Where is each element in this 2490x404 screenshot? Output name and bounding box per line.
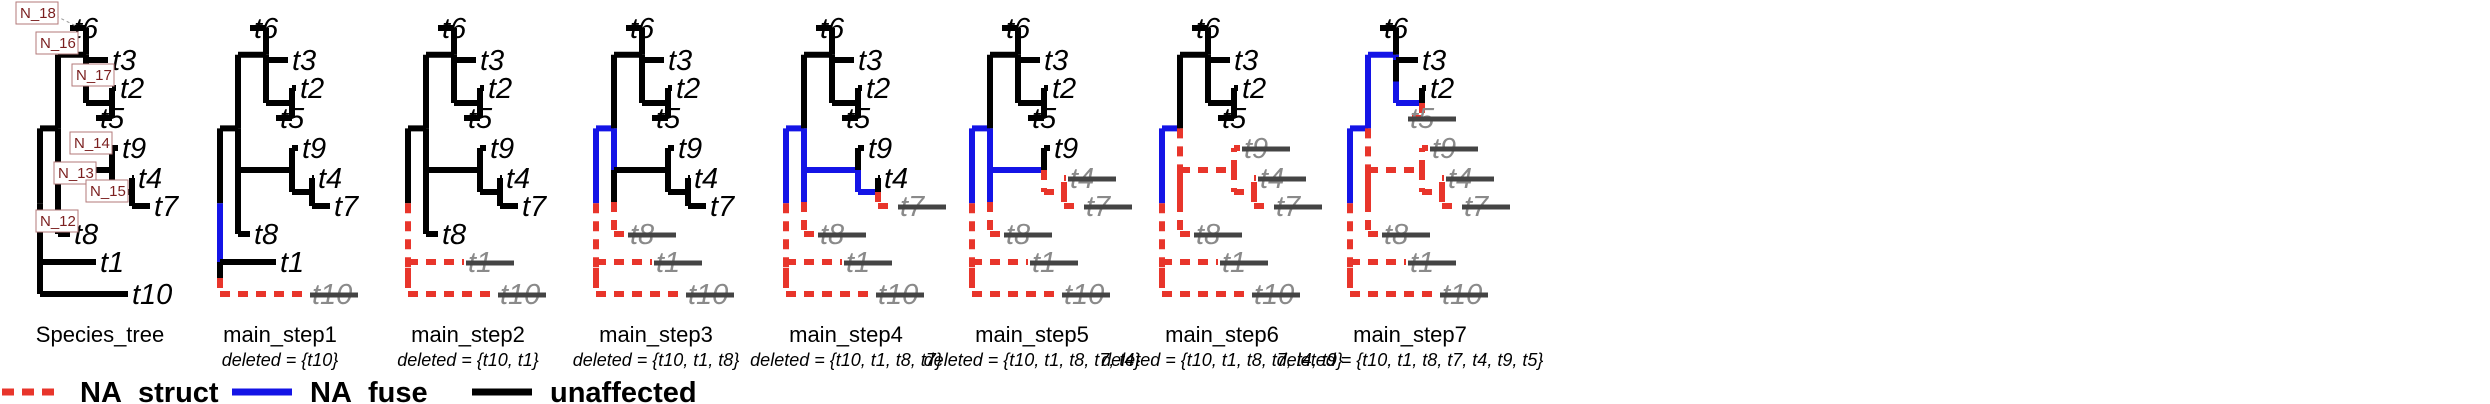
node-label-N_12: N_12 [40,213,76,230]
legend: NA_struct NA_fuse unaffected [2,377,697,404]
tip-label-t9: t9 [868,133,892,165]
node-label-box [71,63,115,87]
tip-label-t4: t4 [506,163,530,195]
tip-label-t7: t7 [154,191,180,223]
panel-title: main_step3 [599,322,713,347]
panel-subtitle: deleted = {t10, t1, t8, t7, t4, t9} [1101,350,1343,370]
panel-subtitle: deleted = {t10} [222,350,339,370]
legend-item-NA_fuse: NA_fuse [232,377,428,404]
panel-title: main_step5 [975,322,1089,347]
panel-title: main_step6 [1165,322,1279,347]
node-label-box [69,131,113,155]
node-label-N_16: N_16 [40,35,76,52]
legend-label: NA_struct [80,377,219,404]
tip-label-t6: t6 [820,13,845,45]
tip-label-t5: t5 [846,103,871,135]
tip-label-t4: t4 [318,163,342,195]
tip-label-t5: t5 [100,103,125,135]
tip-label-t2: t2 [676,73,700,105]
tip-label-t2: t2 [866,73,890,105]
tip-label-t3: t3 [292,45,316,77]
panel-title: Species_tree [36,322,164,347]
tip-label-t8: t8 [254,219,278,251]
node-label-N_17: N_17 [76,67,112,84]
tip-label-t5: t5 [468,103,493,135]
panel-1: t6t3t2t5t9t4t7t8t1t10N_18N_16N_17N_14N_1… [15,1,180,347]
tip-label-t6: t6 [1006,13,1031,45]
panel-title: main_step1 [223,322,337,347]
tip-label-t3: t3 [1044,45,1068,77]
tip-label-t4: t4 [884,163,908,195]
panel-title: main_step4 [789,322,903,347]
tip-label-t4: t4 [138,163,162,195]
tip-label-t2: t2 [120,73,144,105]
tip-label-t6: t6 [442,13,467,45]
node-label-N_14: N_14 [74,135,110,152]
tip-label-t5: t5 [1032,103,1057,135]
tip-label-t3: t3 [1234,45,1258,77]
tip-label-t2: t2 [1242,73,1266,105]
tip-label-t2: t2 [1052,73,1076,105]
tip-label-t3: t3 [112,45,136,77]
node-label-box [15,1,59,25]
tip-label-t5: t5 [656,103,681,135]
tip-label-t2: t2 [1430,73,1454,105]
node-label-box [35,209,79,233]
legend-item-NA_struct: NA_struct [2,377,219,404]
legend-label: unaffected [550,377,697,404]
panel-subtitle: deleted = {t10, t1, t8, t7, t4} [924,350,1141,370]
node-label-N_18: N_18 [20,5,56,22]
panel-title: main_step7 [1353,322,1467,347]
tip-label-t4: t4 [694,163,718,195]
tip-label-t6: t6 [254,13,279,45]
node-label-N_13: N_13 [58,165,94,182]
panel-subtitle: deleted = {t10, t1, t8} [573,350,740,370]
tip-label-t9: t9 [302,133,326,165]
tip-label-t2: t2 [300,73,324,105]
tip-label-t9: t9 [490,133,514,165]
tip-label-t6: t6 [1384,13,1409,45]
tip-label-t3: t3 [668,45,692,77]
tip-label-t7: t7 [334,191,360,223]
panel-subtitle: deleted = {t10, t1, t8, t7} [750,350,942,370]
tip-label-t3: t3 [858,45,882,77]
tip-label-t9: t9 [678,133,702,165]
tip-label-t5: t5 [280,103,305,135]
tip-label-t2: t2 [488,73,512,105]
node-label-box [53,161,97,185]
node-label-N_15: N_15 [90,183,126,200]
tip-label-t7: t7 [522,191,548,223]
legend-item-unaffected: unaffected [472,377,697,404]
node-leader-line [55,15,77,27]
tip-label-t7: t7 [710,191,736,223]
node-label-box [85,179,129,203]
tip-label-t5: t5 [1222,103,1247,135]
tip-label-t3: t3 [480,45,504,77]
tip-label-t1: t1 [100,247,124,279]
tip-label-t9: t9 [122,133,146,165]
tip-label-t3: t3 [1422,45,1446,77]
legend-label: NA_fuse [310,377,428,404]
panel-title: main_step2 [411,322,525,347]
tip-label-t6: t6 [1196,13,1221,45]
tip-label-t9: t9 [1054,133,1078,165]
panel-subtitle: deleted = {t10, t1, t8, t7, t4, t9, t5} [1277,350,1544,370]
panel-subtitle: deleted = {t10, t1} [397,350,539,370]
node-label-box [35,31,79,55]
tip-label-t6: t6 [630,13,655,45]
tip-label-t1: t1 [280,247,304,279]
tip-label-t10: t10 [132,279,172,311]
panels: t6t3t2t5t9t4t7t8t1t10N_18N_16N_17N_14N_1… [15,1,1544,370]
tip-label-t8: t8 [442,219,466,251]
